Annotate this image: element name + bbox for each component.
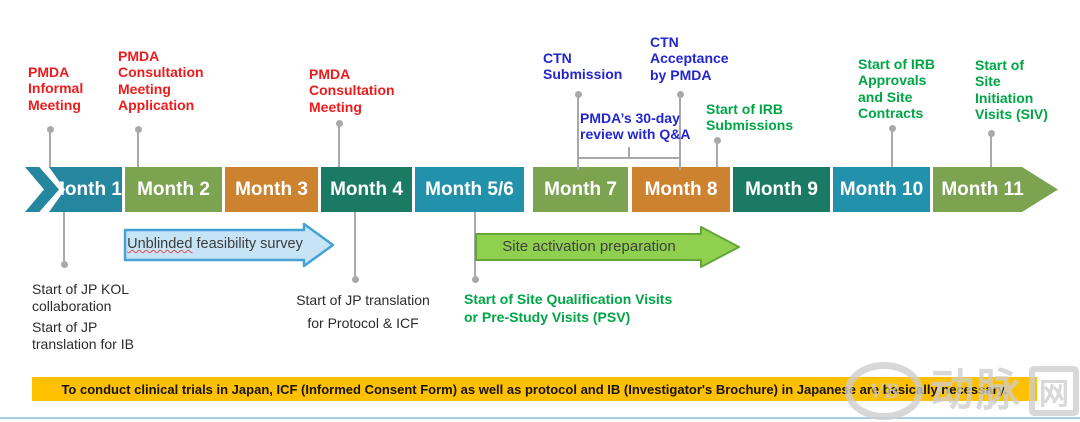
site-activation-arrow-label: Site activation preparation [502,238,676,255]
watermark-boxed-char: 网 [1029,366,1079,416]
connector-line [577,97,579,167]
connector-dot [336,120,343,127]
milestone-irb-approvals: Start of IRB Approvals and Site Contract… [858,56,935,122]
milestone-pmda-informal-meeting: PMDA Informal Meeting [28,64,84,113]
milestone-30day-review: PMDA’s 30-day review with Q&A [580,110,691,143]
milestone-pmda-consultation-meeting: PMDA Consultation Meeting [309,66,395,115]
connector-dot [352,276,359,283]
review-brace [577,147,681,170]
milestone-site-qualification-visits: Start of Site Qualification Visits or Pr… [464,291,673,326]
month-label: Month 9 [745,178,818,200]
connector-dot [988,130,995,137]
connector-line [63,212,65,261]
connector-dot [677,91,684,98]
connector-line [137,132,139,167]
month-segment-4: Month 4 [321,167,412,212]
month-label: Month 7 [544,178,617,200]
milestone-jp-translation-ib: Start of JP translation for IB [32,319,134,353]
connector-line [716,143,718,167]
month-segment-5-6: Month 5/6 [415,167,524,212]
feasibility-rest: feasibility survey [192,236,303,252]
month-segment-1: Month 1 [49,167,122,212]
connector-dot [47,126,54,133]
milestone-jp-kol-collaboration: Start of JP KOL collaboration [32,281,130,315]
milestone-irb-submissions: Start of IRB Submissions [706,101,794,134]
feasibility-arrow-label: Unblinded feasibility survey [125,236,305,252]
milestone-ctn-acceptance: CTN Acceptance by PMDA [650,34,729,83]
milestone-pmda-consultation-application: PMDA Consultation Meeting Application [118,48,204,114]
connector-dot [575,91,582,98]
month-label: Month 5/6 [425,178,514,200]
month-label: Month 4 [330,178,403,200]
connector-dot [135,126,142,133]
connector-dot [714,137,721,144]
milestone-site-initiation-visits: Start of Site Initiation Visits (SIV) [975,57,1048,123]
feasibility-word-unblinded: Unblinded [127,236,193,252]
bottom-divider [0,417,1080,419]
site-activation-arrow [475,226,740,268]
milestone-jp-translation-protocol-icf: Start of JP translation for Protocol & I… [296,292,430,332]
connector-line [990,136,992,167]
month-segment-9: Month 9 [733,167,830,212]
month-label: Month 11 [941,178,1024,200]
watermark: VB 动脉 网 [845,362,1080,420]
watermark-text: 动脉 [930,366,1022,415]
month-label: Month 2 [137,178,210,200]
month-label: Month 8 [644,178,718,200]
connector-line [679,97,681,167]
month-segment-10: Month 10 [833,167,930,212]
milestone-ctn-submission: CTN Submission [543,50,623,83]
connector-dot [472,276,479,283]
connector-line [49,132,51,167]
month-segment-7: Month 7 [533,167,628,212]
connector-line [354,212,356,276]
month-label: Month 3 [235,178,308,200]
feasibility-arrow [123,222,335,268]
connector-line [338,126,340,167]
note-banner-text: To conduct clinical trials in Japan, ICF… [61,381,1008,397]
month-segment-3: Month 3 [225,167,318,212]
connector-line [891,131,893,167]
month-label: Month 1 [49,178,122,200]
month-segment-8: Month 8 [632,167,730,212]
connector-dot [889,125,896,132]
month-label: Month 10 [839,178,924,200]
vb-logo-text: VB [869,378,899,403]
month-segment-2: Month 2 [125,167,222,212]
month-segment-11: Month 11 [933,167,1058,212]
connector-dot [61,261,68,268]
vb-logo-icon: VB [845,362,923,420]
